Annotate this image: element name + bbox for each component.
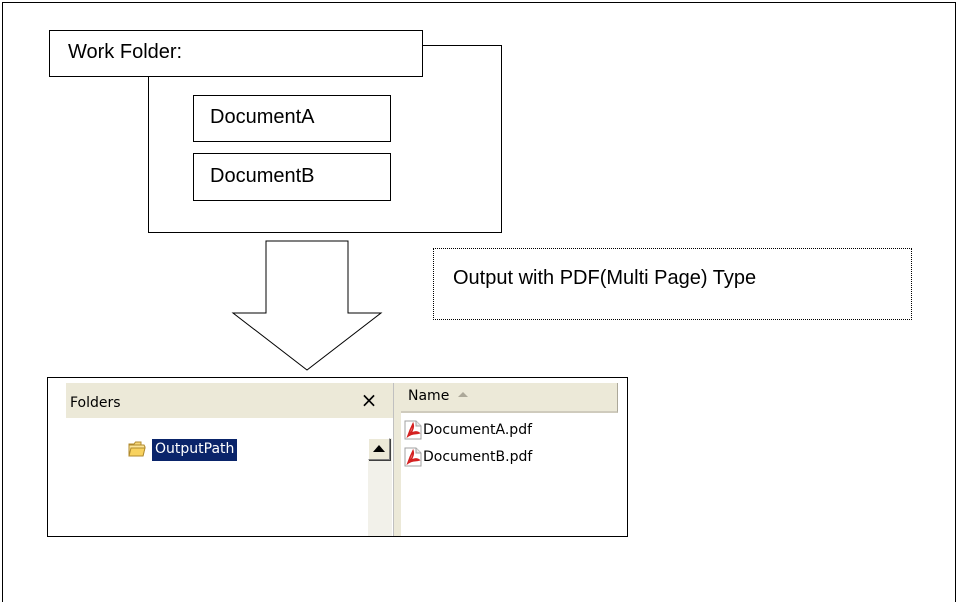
scroll-up-button[interactable] (368, 438, 390, 460)
scroll-up-arrow-icon (373, 445, 385, 452)
files-pane: Name DocumentA.pdf DocumentB.pdf (401, 383, 627, 536)
sort-ascending-icon (458, 392, 468, 397)
folder-icon (128, 441, 146, 457)
name-column-header[interactable]: Name (401, 383, 618, 413)
document-b-box: DocumentB (193, 153, 391, 201)
pane-splitter[interactable] (393, 383, 401, 536)
file-row[interactable]: DocumentA.pdf (401, 420, 621, 442)
explorer-window: Folders × OutputPath Name (47, 377, 628, 537)
folders-scrollbar[interactable] (368, 438, 392, 536)
folders-pane-header: Folders × (66, 383, 393, 418)
document-a-box: DocumentA (193, 95, 391, 142)
down-arrow-icon (231, 240, 383, 371)
close-icon[interactable]: × (360, 388, 378, 412)
file-row[interactable]: DocumentB.pdf (401, 447, 621, 469)
file-name: DocumentA.pdf (423, 422, 533, 438)
folders-title: Folders (70, 395, 121, 411)
pdf-icon (404, 447, 422, 467)
work-folder-label: Work Folder: (49, 30, 423, 77)
folder-label-selected[interactable]: OutputPath (152, 439, 238, 461)
output-note: Output with PDF(Multi Page) Type (433, 248, 912, 320)
folders-pane: Folders × OutputPath (66, 383, 393, 536)
name-column-label: Name (408, 388, 450, 404)
file-name: DocumentB.pdf (423, 449, 533, 465)
pdf-icon (404, 420, 422, 440)
